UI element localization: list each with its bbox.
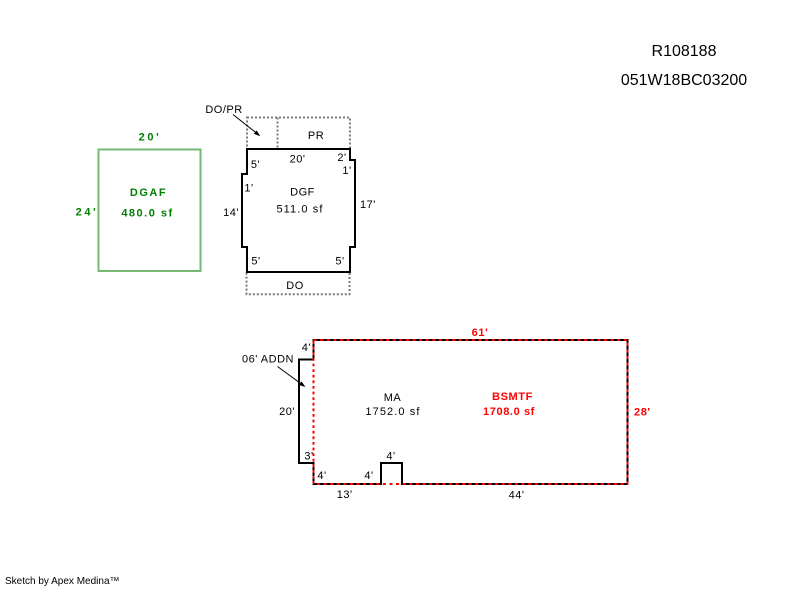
svg-text:24': 24' bbox=[76, 207, 99, 219]
svg-text:R108188: R108188 bbox=[652, 43, 717, 60]
svg-text:1752.0 sf: 1752.0 sf bbox=[365, 406, 420, 418]
svg-text:MA: MA bbox=[384, 392, 402, 404]
svg-text:051W18BC03200: 051W18BC03200 bbox=[621, 72, 747, 89]
svg-text:17': 17' bbox=[360, 199, 376, 211]
svg-text:1708.0 sf: 1708.0 sf bbox=[483, 406, 535, 418]
svg-text:06' ADDN: 06' ADDN bbox=[242, 354, 294, 366]
svg-text:PR: PR bbox=[308, 130, 324, 142]
svg-text:DO/PR: DO/PR bbox=[205, 104, 242, 116]
svg-text:5': 5' bbox=[335, 256, 344, 268]
svg-text:4': 4' bbox=[386, 451, 395, 463]
svg-text:511.0 sf: 511.0 sf bbox=[276, 204, 323, 216]
svg-text:BSMTF: BSMTF bbox=[492, 391, 533, 403]
svg-text:DO: DO bbox=[286, 280, 304, 292]
svg-text:Sketch by Apex Medina™: Sketch by Apex Medina™ bbox=[5, 576, 120, 587]
svg-text:61': 61' bbox=[472, 327, 489, 339]
svg-text:4': 4' bbox=[364, 470, 373, 482]
svg-text:20': 20' bbox=[139, 132, 162, 144]
svg-text:13': 13' bbox=[337, 489, 353, 501]
svg-text:20': 20' bbox=[290, 154, 306, 166]
svg-text:DGF: DGF bbox=[290, 187, 315, 199]
svg-text:44': 44' bbox=[509, 490, 525, 502]
svg-text:5': 5' bbox=[251, 159, 260, 171]
svg-text:480.0 sf: 480.0 sf bbox=[121, 207, 173, 219]
svg-text:4': 4' bbox=[317, 470, 326, 482]
svg-text:1': 1' bbox=[244, 183, 253, 195]
svg-text:4': 4' bbox=[302, 342, 311, 354]
svg-text:5': 5' bbox=[251, 256, 260, 268]
svg-text:3': 3' bbox=[304, 451, 313, 463]
svg-text:DGAF: DGAF bbox=[130, 187, 167, 199]
svg-text:1': 1' bbox=[342, 165, 351, 177]
svg-text:20': 20' bbox=[279, 406, 295, 418]
svg-text:14': 14' bbox=[223, 207, 239, 219]
svg-text:2': 2' bbox=[337, 152, 346, 164]
svg-text:28': 28' bbox=[634, 407, 651, 419]
